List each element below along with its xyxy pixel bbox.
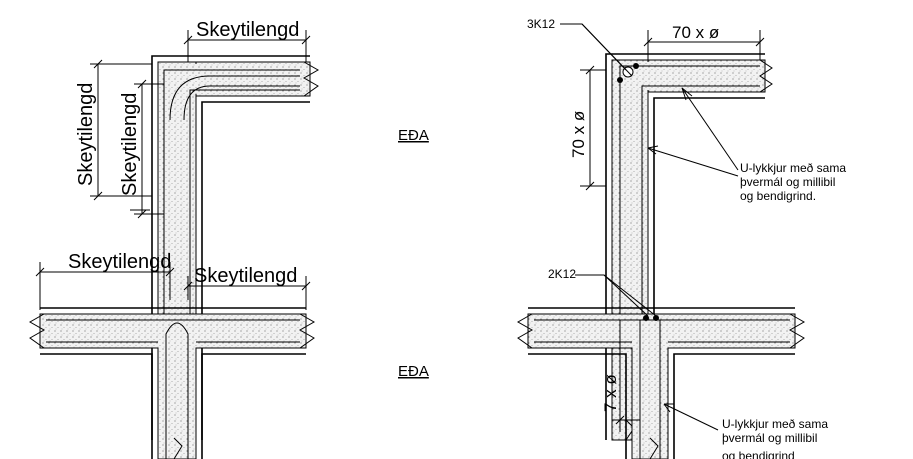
t-junction-detail-u-loops: [516, 274, 806, 459]
note-top-line2: þvermál og millibil: [740, 175, 835, 189]
corner-detail-lap: [90, 30, 320, 441]
lap-length-label-top-horizontal: Skeytilengd: [196, 19, 299, 41]
bars-2k12-label: 2K12: [548, 267, 576, 281]
note-top-line1: U-lykkjur með sama: [740, 161, 846, 175]
note-bottom-line2: þvermál og millibil: [722, 431, 817, 445]
bars-3k12-label: 3K12: [527, 17, 555, 31]
lap-length-label-top-vertical-outer: Skeytilengd: [75, 83, 97, 186]
dim-7-vertical-label: 7 x ø: [601, 374, 620, 412]
t-junction-detail-lap: [28, 262, 316, 459]
corner-detail-u-loops: [560, 23, 773, 441]
lap-length-label-bottom-right: Skeytilengd: [194, 265, 297, 287]
note-top-line3: og bendigrind.: [740, 189, 816, 203]
note-bottom-line3: og bendigrind: [722, 449, 795, 459]
or-label-top: EÐA: [398, 127, 429, 144]
lap-length-label-bottom-left: Skeytilengd: [68, 251, 171, 273]
lap-length-label-top-vertical-inner: Skeytilengd: [119, 93, 141, 196]
note-bottom-line1: U-lykkjur með sama: [722, 417, 828, 431]
dim-70-vertical-label: 70 x ø: [569, 111, 588, 158]
dim-70-horizontal-label: 70 x ø: [672, 23, 719, 42]
or-label-bottom: EÐA: [398, 363, 429, 380]
